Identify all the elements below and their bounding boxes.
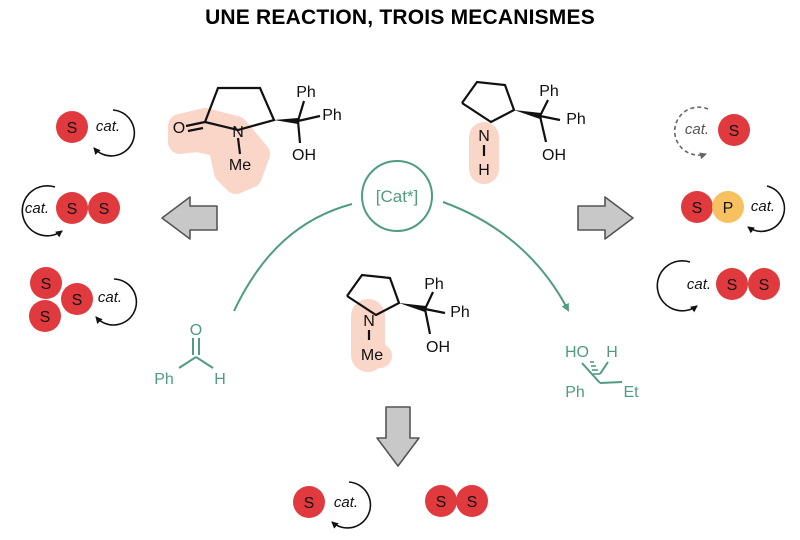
substrate-circle bbox=[30, 267, 62, 299]
benzaldehyde: O Ph H bbox=[154, 322, 226, 388]
circular-arrow-icon bbox=[673, 106, 709, 160]
substrate-label: S bbox=[467, 494, 478, 511]
prolinol-catalyst: N H Ph Ph OH bbox=[461, 80, 586, 184]
atom-ph: Ph bbox=[565, 384, 585, 401]
substrate-label: S bbox=[759, 277, 770, 294]
atom-ph-1: Ph bbox=[539, 83, 559, 100]
mechanism-bottom-1: S cat. bbox=[293, 481, 372, 529]
atom-me: Me bbox=[229, 157, 251, 174]
atom-oh: OH bbox=[542, 147, 566, 164]
atom-oh: OH bbox=[292, 147, 316, 164]
arc-left bbox=[233, 203, 353, 312]
catalyst-label: cat. bbox=[334, 494, 358, 511]
substrate-circle bbox=[293, 486, 325, 518]
n-methyl-prolinol-catalyst: N Me Ph Ph OH bbox=[346, 273, 470, 372]
block-arrow-right-icon bbox=[577, 196, 634, 240]
substrate-label: S bbox=[727, 277, 738, 294]
atom-oh: OH bbox=[426, 339, 450, 356]
substrate-circle bbox=[718, 114, 750, 146]
substrate-label: S bbox=[436, 494, 447, 511]
atom-ph: Ph bbox=[154, 371, 174, 388]
atom-n: N bbox=[363, 313, 375, 330]
atom-ph-2: Ph bbox=[566, 111, 586, 128]
substrate-label: S bbox=[67, 201, 78, 218]
mechanism-bottom-2: S S bbox=[425, 485, 488, 517]
atom-ho: HO bbox=[565, 344, 589, 361]
atom-h: H bbox=[606, 344, 618, 361]
mechanism-right-1: cat. S bbox=[673, 106, 750, 160]
substrate-circle bbox=[61, 283, 93, 315]
catalyst-label: cat. bbox=[98, 289, 122, 306]
catalyst-label: cat. bbox=[96, 118, 120, 135]
product-label: P bbox=[723, 200, 734, 217]
atom-n: N bbox=[478, 128, 490, 145]
substrate-label: S bbox=[304, 495, 315, 512]
substrate-circle bbox=[56, 192, 88, 224]
circular-arrow-icon bbox=[747, 185, 786, 234]
substrate-circle bbox=[456, 485, 488, 517]
substrate-circle bbox=[681, 191, 713, 223]
atom-h: H bbox=[214, 371, 226, 388]
atom-o: O bbox=[173, 120, 185, 137]
substrate-label: S bbox=[72, 292, 83, 309]
substrate-label: S bbox=[99, 201, 110, 218]
atom-ph-2: Ph bbox=[322, 107, 342, 124]
substrate-circle bbox=[29, 300, 61, 332]
pyrrolidinone-catalyst: O N Me Ph Ph OH bbox=[168, 84, 342, 194]
catalyst-label: [Cat*] bbox=[376, 187, 419, 206]
amide-highlight bbox=[168, 108, 270, 194]
substrate-circle bbox=[425, 485, 457, 517]
atom-me: Me bbox=[361, 347, 383, 364]
substrate-label: S bbox=[67, 120, 78, 137]
mechanism-left-1: S cat. bbox=[56, 109, 136, 157]
atom-ph-1: Ph bbox=[424, 276, 444, 293]
atom-ph-1: Ph bbox=[296, 84, 316, 101]
circular-arrow-icon bbox=[331, 481, 372, 529]
circular-arrow-icon bbox=[95, 278, 138, 326]
mechanism-left-3: S S S cat. bbox=[29, 267, 138, 332]
circular-arrow-icon bbox=[656, 259, 698, 313]
page-title: UNE REACTION, TROIS MECANISMES bbox=[205, 6, 595, 29]
substrate-circle bbox=[88, 192, 120, 224]
chiral-alcohol-product: HO H Ph Et bbox=[565, 344, 639, 401]
catalyst-label: cat. bbox=[25, 200, 49, 217]
circular-arrow-icon bbox=[93, 109, 136, 157]
atom-ph-2: Ph bbox=[450, 304, 470, 321]
mechanism-left-2: cat. S S bbox=[21, 184, 120, 238]
block-arrow-down-icon bbox=[376, 406, 420, 467]
circular-arrow-icon bbox=[21, 184, 63, 238]
atom-h: H bbox=[478, 162, 490, 179]
atom-et: Et bbox=[623, 384, 639, 401]
substrate-circle bbox=[748, 268, 780, 300]
catalyst-label: cat. bbox=[685, 121, 709, 138]
mechanism-right-3: cat. S S bbox=[656, 259, 780, 313]
substrate-label: S bbox=[692, 200, 703, 217]
substrate-label: S bbox=[40, 309, 51, 326]
hashed-wedge bbox=[590, 361, 600, 375]
product-circle bbox=[712, 191, 744, 223]
catalytic-arc: [Cat*] bbox=[233, 160, 569, 312]
arc-right bbox=[442, 201, 569, 312]
substrate-label: S bbox=[729, 123, 740, 140]
atom-o: O bbox=[190, 322, 202, 339]
block-arrow-left-icon bbox=[161, 196, 218, 240]
catalyst-circle bbox=[361, 160, 433, 232]
substrate-circle bbox=[56, 111, 88, 143]
mechanism-right-2: S P cat. bbox=[681, 185, 786, 234]
catalyst-label: cat. bbox=[687, 276, 711, 293]
catalyst-label: cat. bbox=[751, 198, 775, 215]
substrate-label: S bbox=[41, 276, 52, 293]
atom-n: N bbox=[232, 124, 244, 141]
substrate-circle bbox=[716, 268, 748, 300]
